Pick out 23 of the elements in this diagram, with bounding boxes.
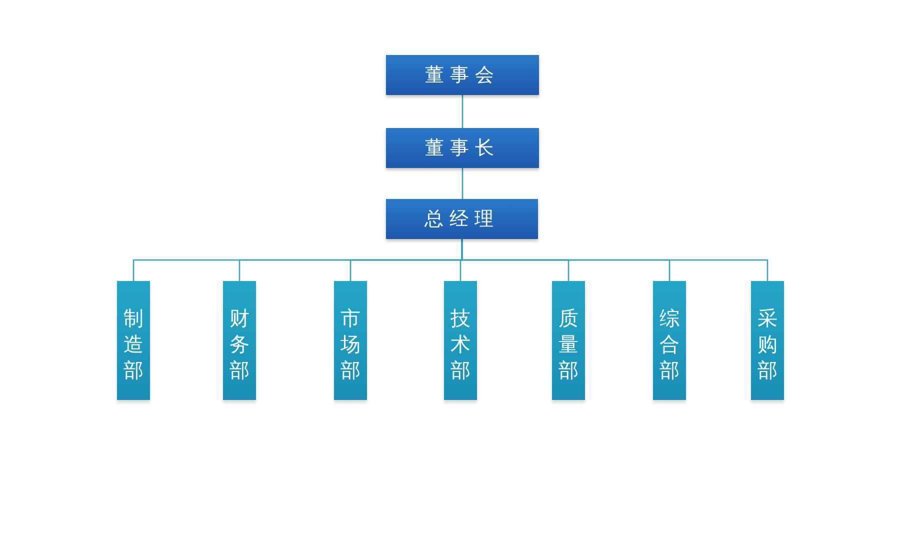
department-name: 质量部 — [558, 305, 578, 384]
position-box — [386, 128, 539, 168]
department-box — [117, 281, 150, 400]
position-title: 董事长 — [425, 136, 500, 161]
department-name: 财务部 — [230, 305, 250, 384]
position-box — [386, 55, 539, 95]
department-box — [223, 281, 256, 400]
position-title: 总经理 — [424, 207, 500, 232]
connector-line — [461, 239, 768, 281]
department-name: 技术部 — [450, 305, 470, 384]
department-name: 市场部 — [340, 305, 360, 384]
department-box — [334, 281, 367, 400]
department-box — [653, 281, 686, 400]
department-box — [751, 281, 784, 400]
department-name: 采购部 — [758, 305, 778, 384]
position-box — [386, 199, 538, 239]
department-box — [444, 281, 477, 400]
connector-line — [462, 95, 464, 128]
connector-line — [462, 168, 464, 199]
position-title: 董事会 — [425, 63, 500, 88]
department-name: 制造部 — [124, 305, 144, 384]
department-box — [552, 281, 585, 400]
department-name: 综合部 — [660, 305, 680, 384]
